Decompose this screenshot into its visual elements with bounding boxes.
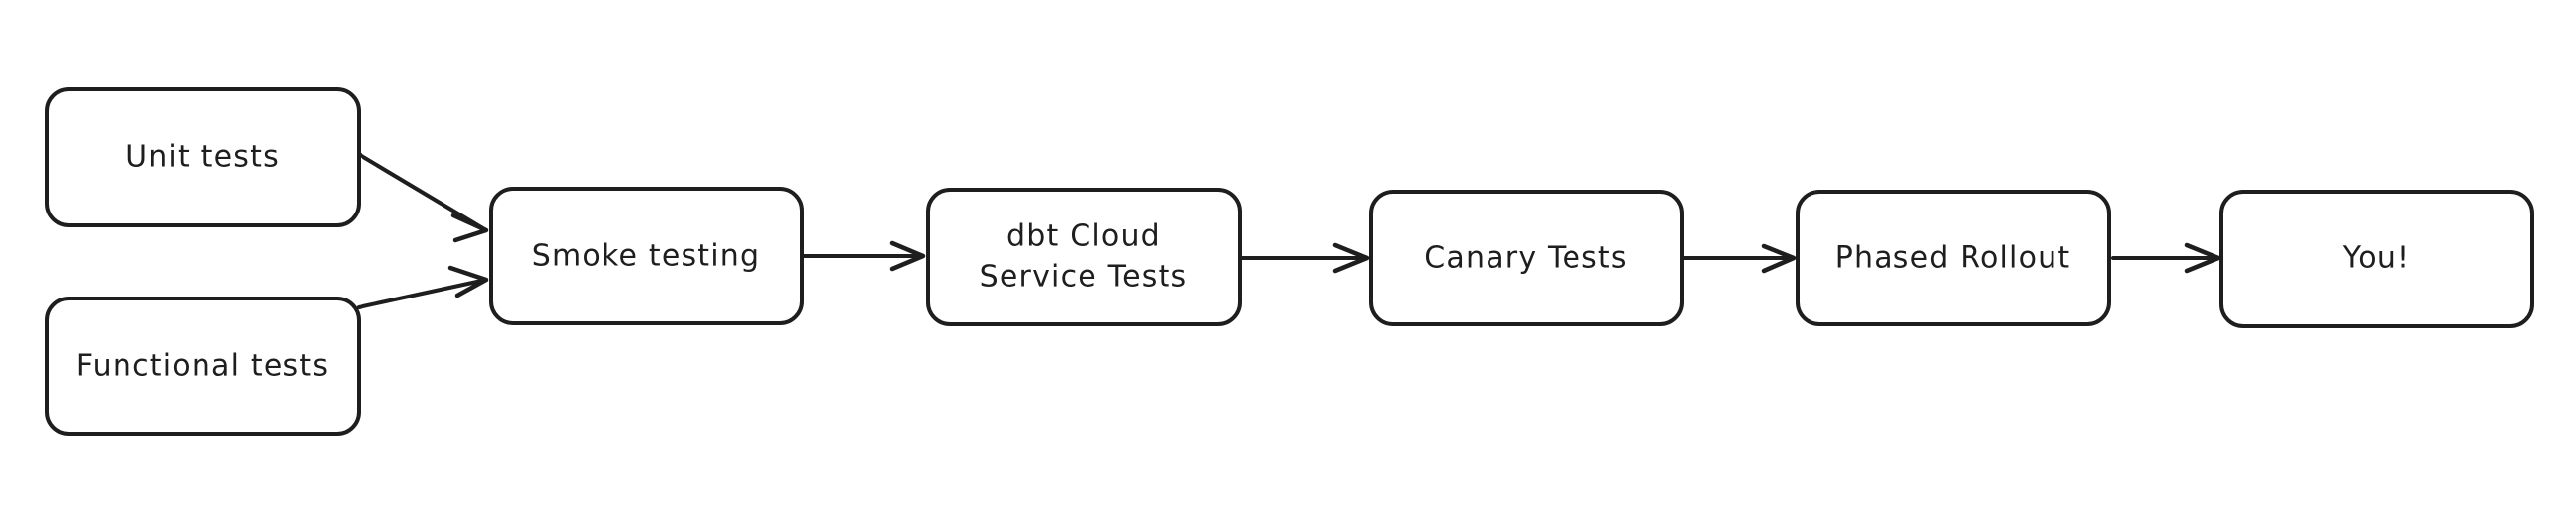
node-you-label: You! bbox=[2342, 241, 2411, 276]
node-unit-tests-shape[interactable] bbox=[45, 87, 361, 227]
node-phased-rollout-shape[interactable] bbox=[1796, 190, 2111, 326]
node-canary-tests[interactable]: Canary Tests bbox=[1369, 190, 1684, 326]
node-functional-tests-label: Functional tests bbox=[76, 349, 329, 383]
edge-canary-tests-to-phased-rollout bbox=[1680, 243, 1797, 274]
node-phased-rollout[interactable]: Phased Rollout bbox=[1796, 190, 2111, 326]
edge-dbt-cloud-service-tests-to-canary-tests bbox=[1238, 242, 1370, 274]
node-dbt-cloud-service-tests-shape[interactable] bbox=[926, 188, 1242, 326]
edge-unit-tests-to-smoke-testing bbox=[357, 152, 489, 243]
edge-smoke-testing-to-dbt-cloud-service-tests bbox=[800, 240, 926, 272]
node-you-shape[interactable] bbox=[2219, 190, 2534, 328]
node-functional-tests-shape[interactable] bbox=[45, 297, 361, 436]
node-unit-tests-label: Unit tests bbox=[125, 140, 280, 175]
node-smoke-testing-shape[interactable] bbox=[489, 187, 804, 325]
edge-functional-tests-to-smoke-testing bbox=[357, 265, 489, 309]
node-canary-tests-label: Canary Tests bbox=[1424, 241, 1627, 276]
node-phased-rollout-label: Phased Rollout bbox=[1835, 241, 2071, 276]
node-smoke-testing[interactable]: Smoke testing bbox=[489, 187, 804, 325]
node-dbt-cloud-service-tests-label-line2: Service Tests bbox=[980, 260, 1188, 295]
node-unit-tests[interactable]: Unit tests bbox=[45, 87, 361, 227]
node-you[interactable]: You! bbox=[2219, 190, 2534, 328]
edge-phased-rollout-to-you bbox=[2111, 242, 2221, 274]
node-dbt-cloud-service-tests[interactable]: dbt Cloud Service Tests bbox=[926, 188, 1242, 326]
node-smoke-testing-label: Smoke testing bbox=[532, 239, 761, 274]
node-dbt-cloud-service-tests-label-line1: dbt Cloud bbox=[1006, 219, 1161, 254]
node-functional-tests[interactable]: Functional tests bbox=[45, 297, 361, 436]
node-canary-tests-shape[interactable] bbox=[1369, 190, 1684, 326]
